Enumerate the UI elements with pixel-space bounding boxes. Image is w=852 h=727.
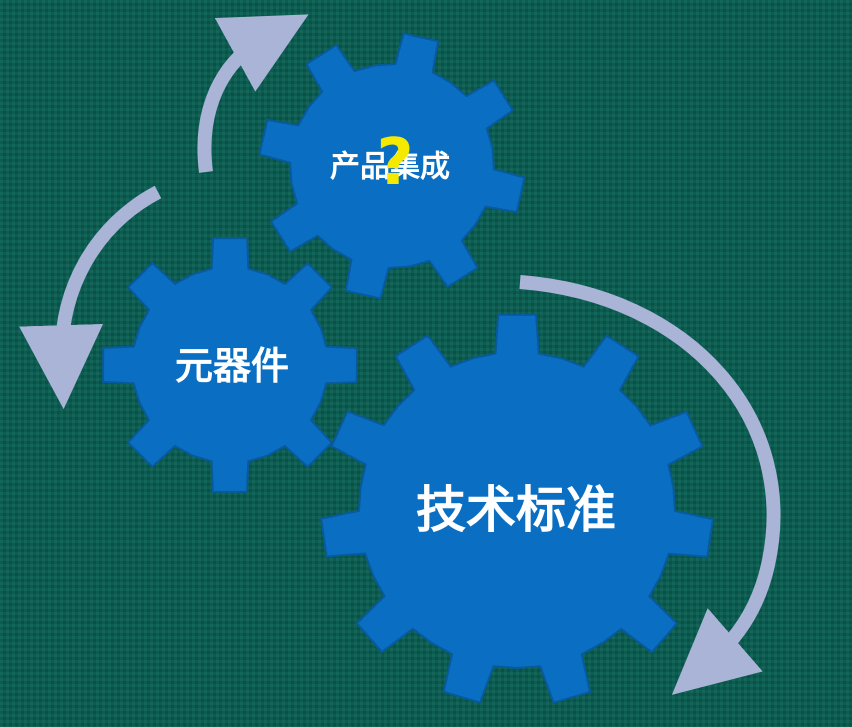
gear-left-label: 元器件	[175, 344, 289, 388]
arrow-top-left	[197, 14, 309, 173]
gear-bottom-label: 技术标准	[416, 481, 616, 539]
question-mark-icon: ?	[376, 126, 413, 200]
gear-technical-standard	[320, 313, 714, 704]
gear-components	[102, 237, 358, 493]
arrow-right	[519, 275, 781, 695]
gear-top-label: 产品集成	[330, 150, 450, 185]
cycle-arrows	[19, 14, 781, 695]
arrow-left	[19, 185, 162, 410]
gear-product-integration	[258, 32, 526, 300]
